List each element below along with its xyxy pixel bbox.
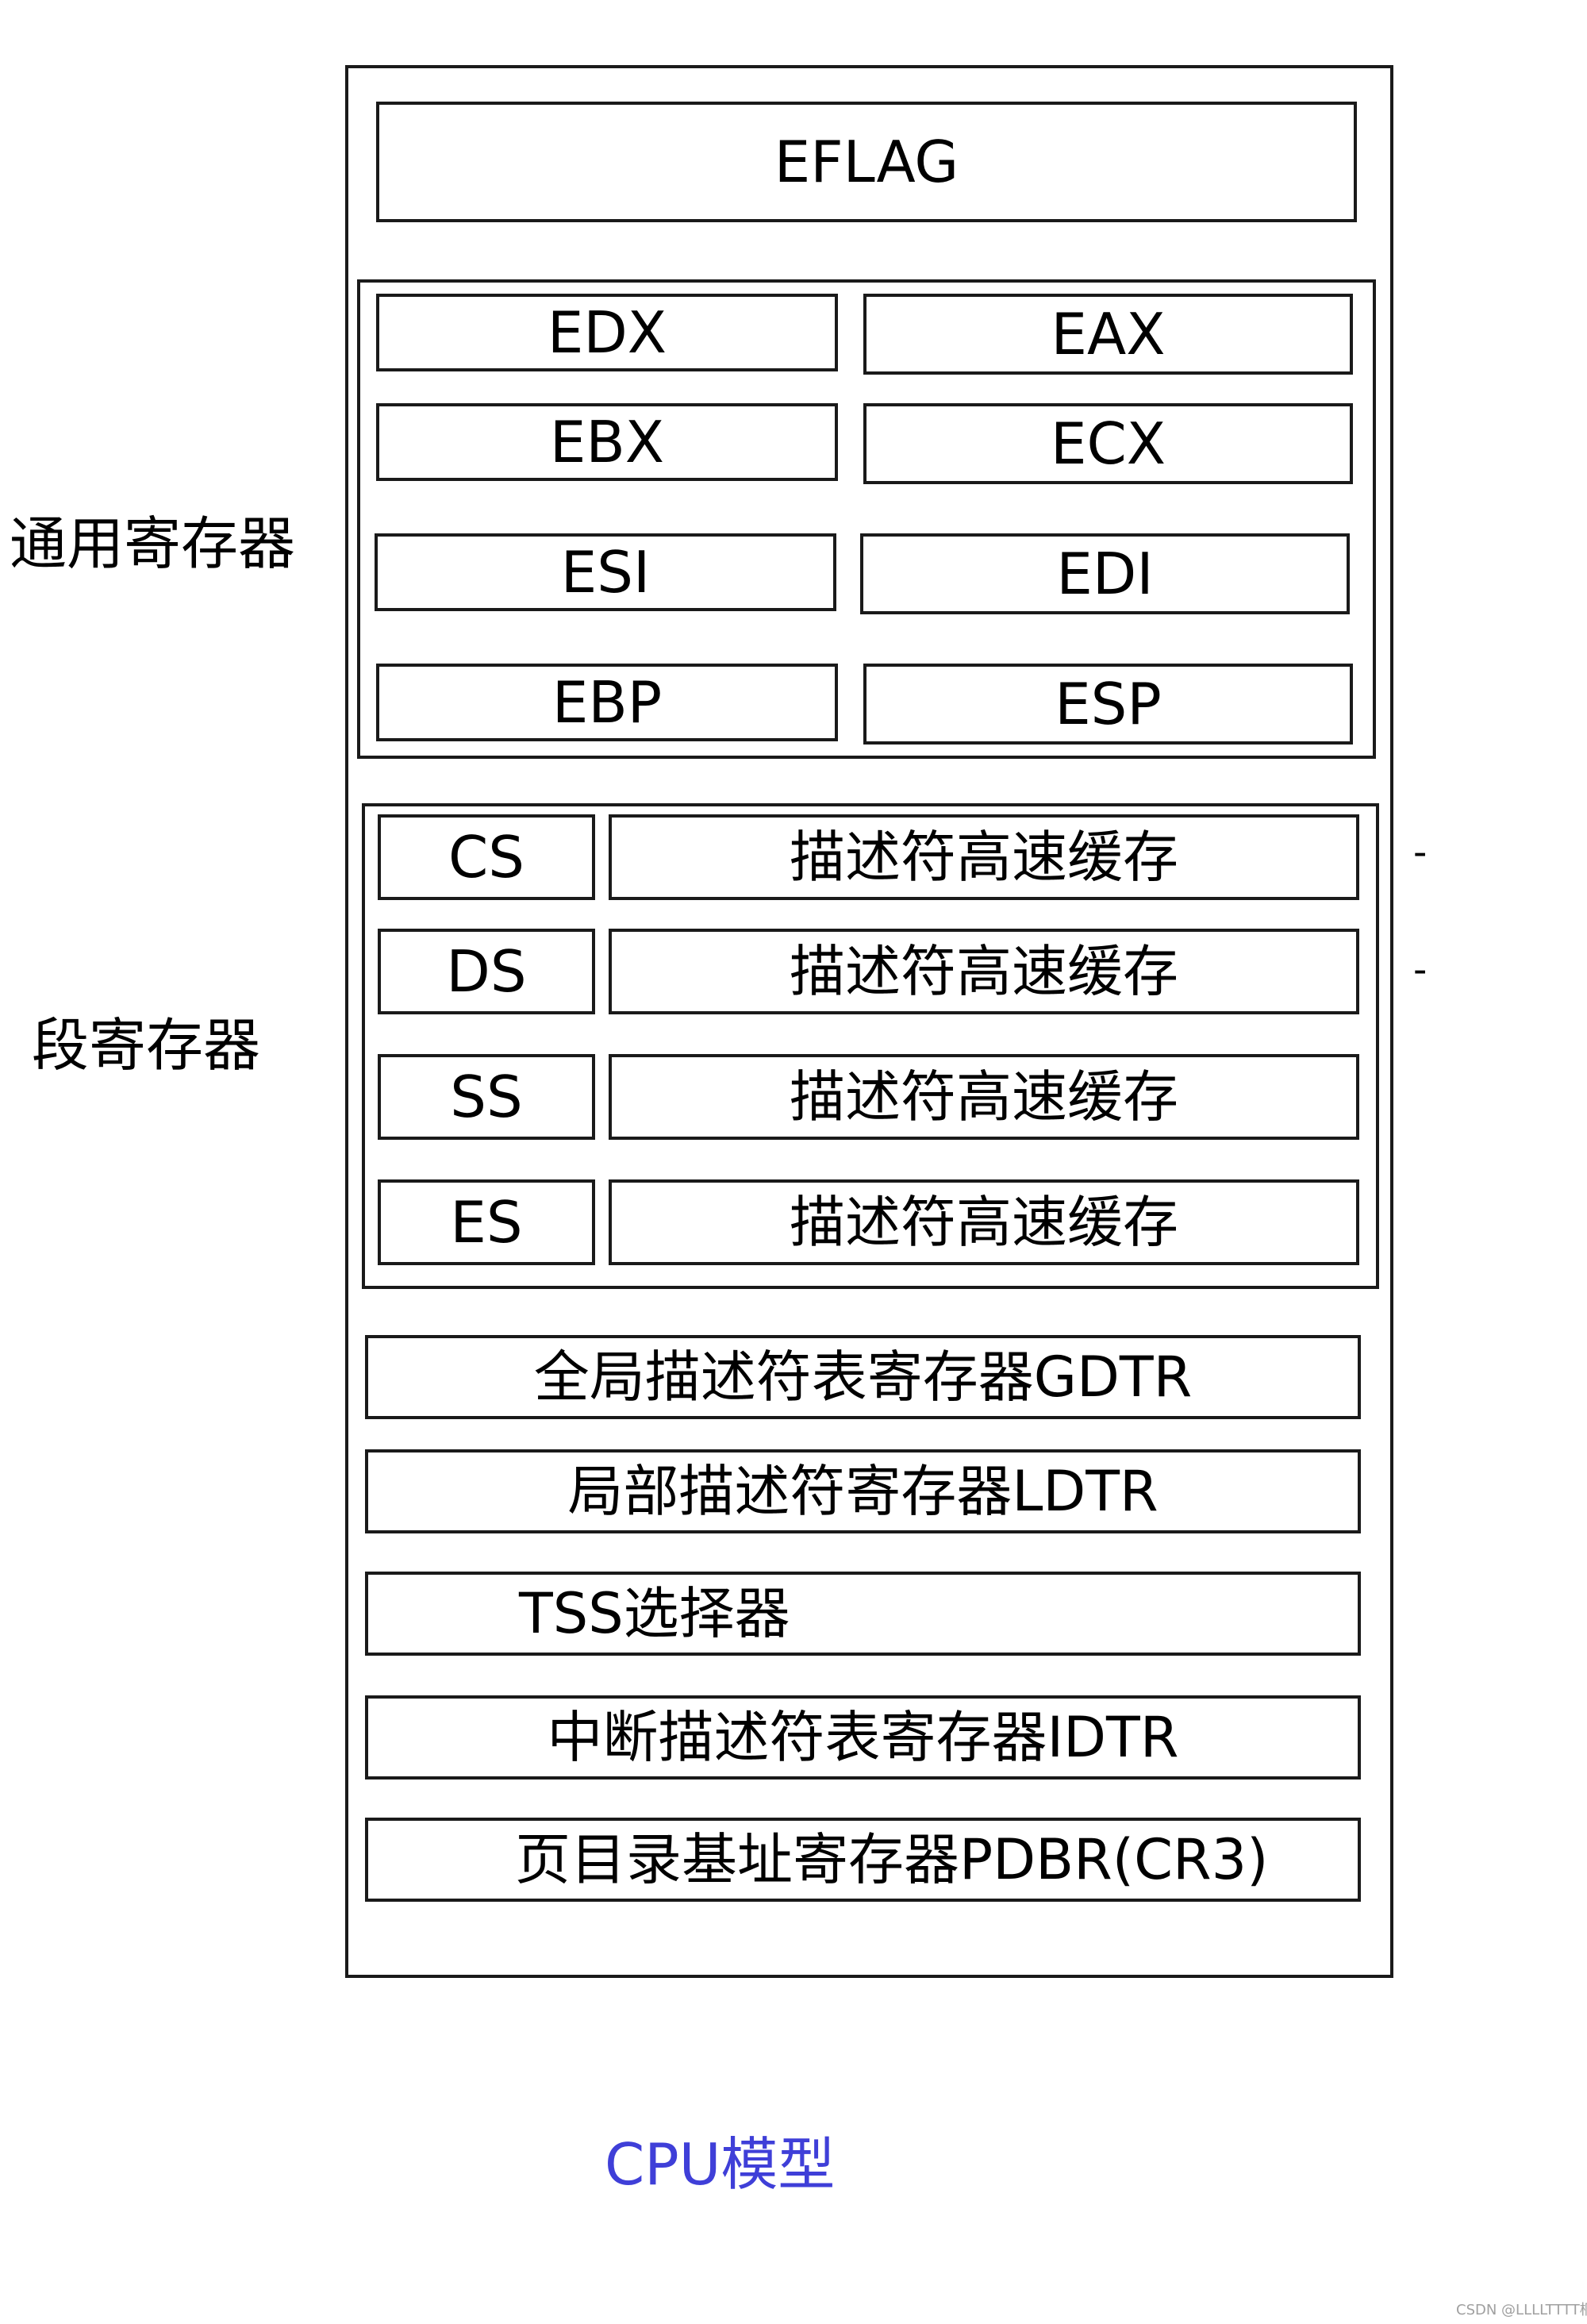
segment-register-es: ES [378,1179,595,1265]
idtr-register: 中断描述符表寄存器IDTR [365,1695,1361,1780]
tss-selector: TSS选择器 [365,1572,1361,1656]
gdtr-register: 全局描述符表寄存器GDTR [365,1335,1361,1419]
descriptor-cache-es: 描述符高速缓存 [609,1179,1359,1265]
segment-registers-label: 段寄存器 [32,1012,261,1079]
descriptor-cache-ss: 描述符高速缓存 [609,1054,1359,1140]
segment-register-ds: DS [378,929,595,1014]
marker-ds: - [1413,948,1428,992]
descriptor-cache-cs: 描述符高速缓存 [609,814,1359,900]
register-esp: ESP [863,664,1353,745]
diagram-caption: CPU模型 [605,2131,836,2198]
segment-register-ss: SS [378,1054,595,1140]
register-ecx: ECX [863,403,1353,484]
register-ebx: EBX [376,403,838,481]
register-edx: EDX [376,294,838,371]
watermark: CSDN @LLLLTTTT桐 [1456,2302,1587,2318]
general-registers-label: 通用寄存器 [10,510,296,577]
register-eax: EAX [863,294,1353,375]
marker-cs: - [1413,830,1428,875]
pdbr-register: 页目录基址寄存器PDBR(CR3) [365,1818,1361,1902]
descriptor-cache-ds: 描述符高速缓存 [609,929,1359,1014]
ldtr-register: 局部描述符寄存器LDTR [365,1449,1361,1533]
register-ebp: EBP [376,664,838,741]
register-esi: ESI [375,533,836,611]
segment-register-cs: CS [378,814,595,900]
eflag-register: EFLAG [376,102,1357,222]
register-edi: EDI [860,533,1350,614]
